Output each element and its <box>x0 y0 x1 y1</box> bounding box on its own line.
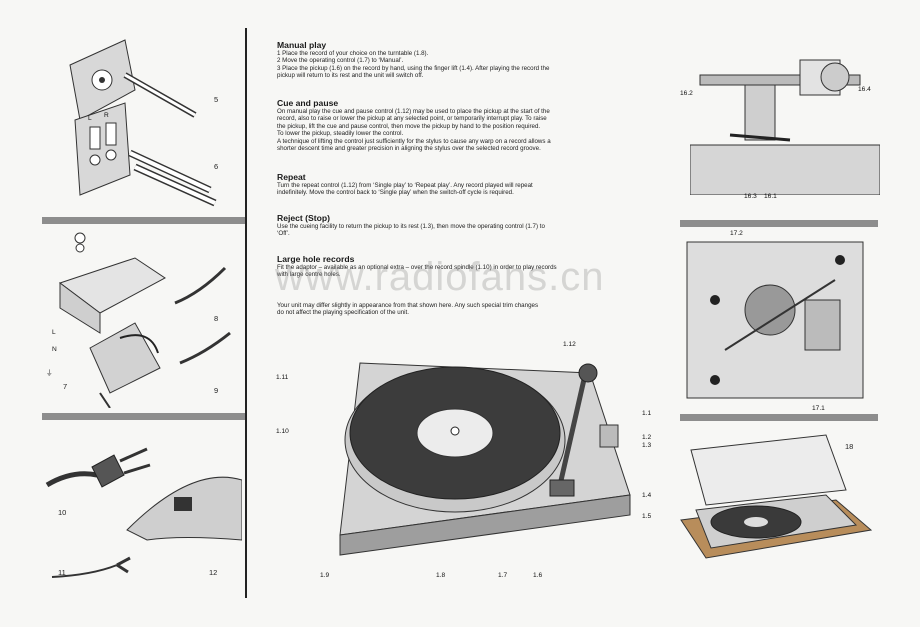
callout-1-2: 1.2 <box>642 434 652 441</box>
section-body: Use the cueing facility to return the pi… <box>277 223 545 238</box>
callout-1-4: 1.4 <box>642 492 652 499</box>
appearance-note: Your unit may differ slightly in appeara… <box>277 302 647 317</box>
callout-1-10: 1.10 <box>276 428 289 435</box>
section-body: Turn the repeat control (1.12) from ‘Sin… <box>277 182 533 197</box>
callout-16-1: 16.1 <box>764 193 777 200</box>
divider-band <box>42 217 245 224</box>
callout-17-1: 17.1 <box>812 405 825 412</box>
watermark: www.radiofans.cn <box>275 255 605 299</box>
section-body: 1 Place the record of your choice on the… <box>277 50 550 80</box>
callout-1-7: 1.7 <box>498 572 508 579</box>
callout-1-5: 1.5 <box>642 513 652 520</box>
plug-letter-r: R <box>104 112 109 119</box>
divider-band <box>680 220 878 227</box>
wire-label-n: N <box>52 346 57 353</box>
callout-1-3: 1.3 <box>642 442 652 449</box>
turntable-illustration <box>339 362 631 556</box>
section-title: Repeat <box>277 172 306 182</box>
figure-number-11: 11 <box>58 568 66 577</box>
figure-number-9: 9 <box>214 386 219 395</box>
callout-1-1: 1.1 <box>642 410 652 417</box>
callout-1-12: 1.12 <box>563 341 576 348</box>
section-body: On manual play the cue and pause control… <box>277 108 551 153</box>
figure-number-10: 10 <box>58 508 67 517</box>
callout-16-2: 16.2 <box>680 90 693 97</box>
manual-play-section: Manual play 1 Place the record of your c… <box>277 40 647 80</box>
divider-band <box>42 413 245 420</box>
large-hole-records-section: Large hole records Fit the adaptor – ava… <box>277 254 647 279</box>
section-title: Reject (Stop) <box>277 213 330 223</box>
figure-number-12: 12 <box>209 568 218 577</box>
figure-number-5: 5 <box>214 95 219 104</box>
tonearm-detail-illustration <box>690 59 880 195</box>
column-divider <box>245 28 247 598</box>
mains-plug-illustration <box>45 447 242 578</box>
callout-1-9: 1.9 <box>320 572 330 579</box>
cue-and-pause-section: Cue and pause On manual play the cue and… <box>277 98 647 152</box>
callout-16-4: 16.4 <box>858 86 871 93</box>
divider-band <box>680 414 878 421</box>
callout-1-11: 1.11 <box>276 374 289 381</box>
figure-number-8: 8 <box>214 314 219 323</box>
note-text: Your unit may differ slightly in appeara… <box>277 302 539 317</box>
callout-17-2: 17.2 <box>730 230 743 237</box>
figure-number-7: 7 <box>63 382 68 391</box>
section-title: Large hole records <box>277 254 355 264</box>
figure-number-6: 6 <box>214 162 219 171</box>
wire-label-l: L <box>52 329 56 336</box>
figure-number-18: 18 <box>845 442 854 451</box>
section-title: Manual play <box>277 40 327 50</box>
plug-letter-l: L <box>88 115 92 122</box>
reject-stop-section: Reject (Stop) Use the cueing facility to… <box>277 213 647 238</box>
repeat-section: Repeat Turn the repeat control (1.12) fr… <box>277 172 647 197</box>
section-body: Fit the adaptor – available as an option… <box>277 264 557 279</box>
turntable-with-lid-illustration <box>680 434 873 559</box>
callout-1-6: 1.6 <box>533 572 543 579</box>
earth-symbol-icon: ⏚ <box>46 370 53 377</box>
chassis-underside-illustration <box>686 241 864 399</box>
plug-wiring-illustration <box>58 232 231 408</box>
callout-16-3: 16.3 <box>744 193 757 200</box>
section-title: Cue and pause <box>277 98 339 108</box>
connector-illustration <box>69 39 217 207</box>
callout-1-8: 1.8 <box>436 572 446 579</box>
